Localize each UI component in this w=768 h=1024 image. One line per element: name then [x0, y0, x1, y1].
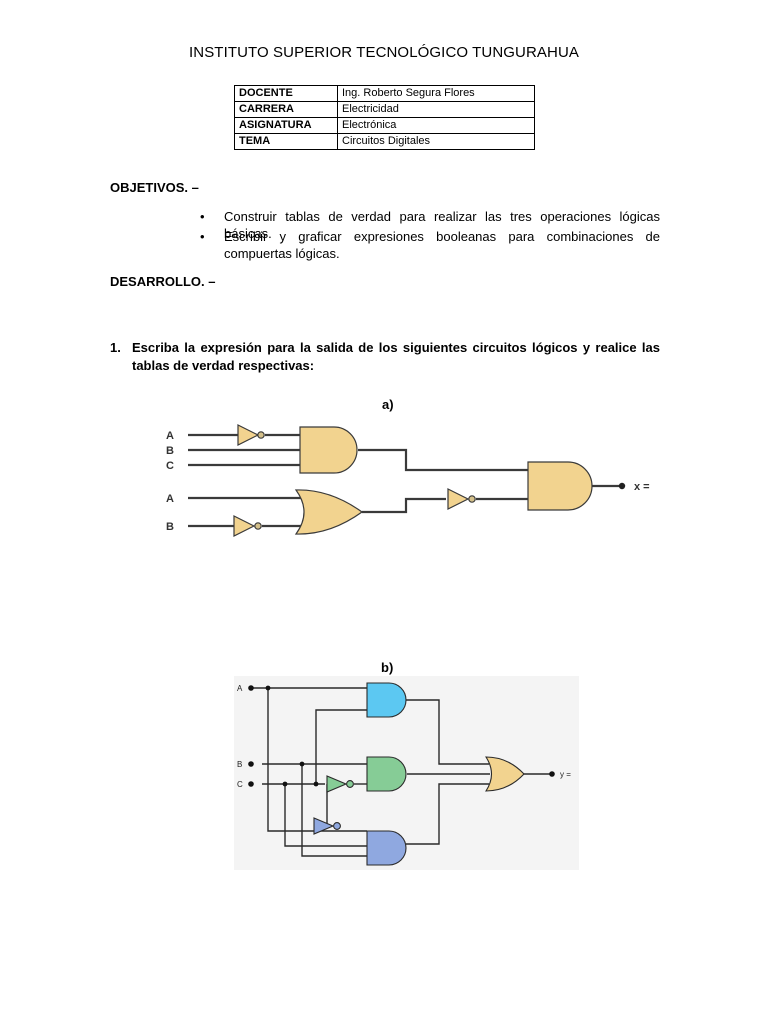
info-key: DOCENTE — [234, 85, 338, 102]
info-key: CARRERA — [234, 101, 338, 118]
info-key: TEMA — [234, 133, 338, 150]
input-label: B — [166, 445, 174, 457]
inverter-bubble — [257, 431, 265, 439]
circuit-a-wires — [188, 433, 620, 528]
input-label: C — [237, 780, 243, 789]
junction-dot — [265, 685, 271, 691]
info-value: Electrónica — [337, 117, 535, 134]
input-terminal — [248, 761, 254, 767]
and-gate-icon — [366, 756, 407, 792]
development-heading: DESARROLLO. – — [110, 274, 216, 289]
info-value: Ing. Roberto Segura Flores — [337, 85, 535, 102]
page-title: INSTITUTO SUPERIOR TECNOLÓGICO TUNGURAHU… — [189, 44, 579, 61]
bullet-icon: • — [200, 229, 205, 244]
output-terminal — [618, 482, 626, 490]
or-gate-icon — [294, 489, 364, 535]
not-gate-icon — [237, 424, 260, 446]
objective-text: Escribir y graficar expresiones booleana… — [224, 229, 660, 261]
info-key: ASIGNATURA — [234, 117, 338, 134]
question-text: Escriba la expresión para la salida de l… — [132, 340, 660, 373]
info-value: Circuitos Digitales — [337, 133, 535, 150]
not-gate-icon — [447, 488, 470, 510]
list-item: • Construir tablas de verdad para realiz… — [200, 208, 660, 241]
input-label: B — [237, 760, 242, 769]
input-label: C — [166, 460, 174, 472]
inverter-bubble — [333, 822, 341, 830]
or-gate-icon — [484, 756, 525, 792]
question-1: 1. Escriba la expresión para la salida d… — [110, 339, 660, 377]
input-terminal — [248, 781, 254, 787]
junction-dot — [313, 781, 319, 787]
info-value: Electricidad — [337, 101, 535, 118]
inverter-bubble — [346, 780, 354, 788]
list-item: • Escribir y graficar expresiones boolea… — [200, 228, 660, 264]
junction-dot — [299, 761, 305, 767]
not-gate-icon — [233, 515, 256, 537]
circuit-b-diagram: A B C y = — [234, 676, 579, 870]
objective-text: Construir tablas de verdad para realizar… — [224, 209, 660, 241]
and-gate-icon — [527, 461, 593, 511]
inverter-bubble — [468, 495, 476, 503]
question-number: 1. — [110, 340, 121, 355]
circuit-a-diagram: A B C A B x = — [166, 424, 650, 537]
input-label: A — [237, 684, 243, 693]
junction-dot — [282, 781, 288, 787]
circuit-a-label: a) — [382, 397, 394, 412]
not-gate-icon — [326, 775, 348, 793]
objectives-heading: OBJETIVOS. – — [110, 180, 199, 195]
bullet-icon: • — [200, 209, 205, 224]
input-label: A — [166, 493, 174, 505]
and-gate-icon — [366, 830, 407, 866]
and-gate-icon — [366, 682, 407, 718]
circuit-b-label: b) — [381, 660, 394, 675]
output-terminal — [549, 771, 555, 777]
inverter-bubble — [254, 522, 262, 530]
output-label: x = — [634, 481, 650, 493]
input-label: A — [166, 430, 174, 442]
input-label: B — [166, 521, 174, 533]
not-gate-icon — [313, 817, 335, 835]
input-terminal — [248, 685, 254, 691]
output-label: y = — [560, 770, 571, 779]
circuit-b-wires — [251, 687, 550, 857]
and-gate-icon — [299, 426, 358, 474]
